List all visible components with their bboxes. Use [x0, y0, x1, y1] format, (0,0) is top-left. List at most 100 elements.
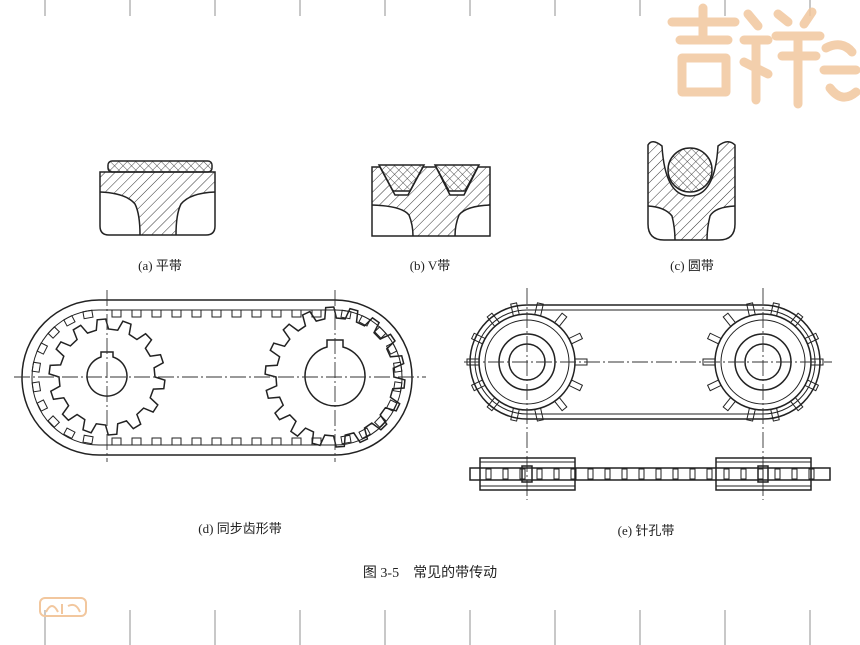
belt-holes: [485, 465, 815, 483]
belt-tooth: [47, 326, 61, 339]
panel-e-pin-belt: (e) 针孔带: [464, 288, 832, 538]
belt-tooth: [231, 437, 242, 446]
wheel-pin: [534, 407, 544, 422]
label-d: (d) 同步齿形带: [198, 521, 281, 536]
belt-hole: [655, 468, 662, 480]
label-e: (e) 针孔带: [618, 523, 675, 538]
wheel-pin: [706, 379, 722, 392]
belt-tooth: [291, 437, 302, 446]
flat-pulley-section: [100, 172, 215, 235]
belt-tooth: [211, 309, 222, 318]
wheel-pin: [746, 302, 756, 317]
panel-d-timing-belt: (d) 同步齿形带: [14, 290, 426, 536]
label-c: (c) 圆带: [670, 258, 714, 273]
wheel-pin: [722, 312, 737, 328]
belt-tooth: [358, 314, 371, 327]
flat-pulley-outline: [99, 171, 216, 236]
belt-tooth: [47, 415, 61, 428]
wheel-pin: [470, 379, 486, 392]
belt-tooth: [111, 309, 122, 318]
left-hub-bore: [86, 351, 128, 397]
wheel-pin: [568, 379, 584, 392]
belt-hole: [689, 468, 696, 480]
belt-tooth: [171, 309, 182, 318]
belt-hole: [808, 468, 815, 480]
wheel-pin: [553, 396, 568, 412]
pin-belt-side-view: [469, 457, 831, 491]
page-tick-marks: [44, 0, 811, 645]
belt-tooth: [291, 309, 302, 318]
belt-hole: [485, 468, 492, 480]
timing-belt-outer: [21, 299, 413, 456]
belt-tooth: [211, 437, 222, 446]
belt-tooth: [63, 427, 76, 440]
wheel-pin: [770, 302, 780, 317]
belt-tooth: [373, 326, 387, 339]
belt-hole: [706, 468, 713, 480]
wheel-pin: [553, 312, 568, 328]
wheel-pin: [746, 407, 756, 422]
wheel-pin: [770, 407, 780, 422]
wheel-pin: [789, 396, 804, 412]
belt-hole: [502, 468, 509, 480]
wheel-pin: [534, 302, 544, 317]
belt-tooth: [191, 309, 202, 318]
belt-tooth: [82, 434, 94, 445]
v-pulley-section: [372, 167, 490, 236]
flat-belt: [107, 160, 213, 173]
belt-hole: [672, 468, 679, 480]
v-belt-1: [377, 164, 426, 192]
wheel-pin: [510, 407, 520, 422]
engaged-pin: [521, 465, 533, 483]
right-toothed-pulley: [264, 306, 406, 448]
belt-hole: [536, 468, 543, 480]
wheel-pin: [568, 332, 584, 345]
belt-tooth: [31, 361, 42, 373]
belt-hole: [604, 468, 611, 480]
flat-pulley-web: [99, 191, 216, 236]
belt-hole: [740, 468, 747, 480]
belt-hole: [587, 468, 594, 480]
panel-a-flat-belt: (a) 平带: [99, 160, 216, 273]
v-belt-2: [433, 164, 481, 192]
belt-tooth: [63, 314, 76, 327]
belt-tooth: [251, 309, 262, 318]
belt-tooth: [271, 437, 282, 446]
belt-tooth: [385, 342, 398, 355]
wheel-pin: [789, 312, 804, 328]
belt-tooth: [131, 437, 142, 446]
wheel-pin: [804, 379, 820, 392]
round-pulley-outline: [647, 141, 736, 241]
panel-c-round-belt: (c) 圆带: [647, 141, 736, 273]
belt-tooth: [36, 342, 49, 355]
belt-tooth: [131, 309, 142, 318]
belt-hole: [791, 468, 798, 480]
belt-tooth: [251, 437, 262, 446]
belt-tooth: [231, 309, 242, 318]
wheel-pin: [486, 312, 501, 328]
belt-hole: [553, 468, 560, 480]
wheel-pin: [722, 396, 737, 412]
v-pulley-outline: [371, 166, 491, 237]
wheel-pin: [470, 332, 486, 345]
belt-tooth: [171, 437, 182, 446]
watermark-logo: [667, 3, 860, 109]
wheel-pins: [466, 302, 824, 422]
v-pulley-web: [371, 204, 491, 237]
belt-tooth: [111, 437, 122, 446]
belt-tooth: [82, 309, 94, 320]
belt-tooth: [31, 381, 42, 393]
round-belt: [667, 147, 713, 193]
belt-tooth: [151, 309, 162, 318]
label-b: (b) V带: [410, 258, 451, 273]
wheel-pin: [804, 332, 820, 345]
belt-tooth: [392, 381, 403, 393]
belt-tooth: [340, 434, 352, 445]
wheel-pin: [510, 302, 520, 317]
label-a: (a) 平带: [138, 258, 182, 273]
belt-tooth: [36, 399, 49, 412]
engaged-pin: [757, 465, 769, 483]
belt-hole: [570, 468, 577, 480]
belt-hole: [723, 468, 730, 480]
belt-hole: [638, 468, 645, 480]
